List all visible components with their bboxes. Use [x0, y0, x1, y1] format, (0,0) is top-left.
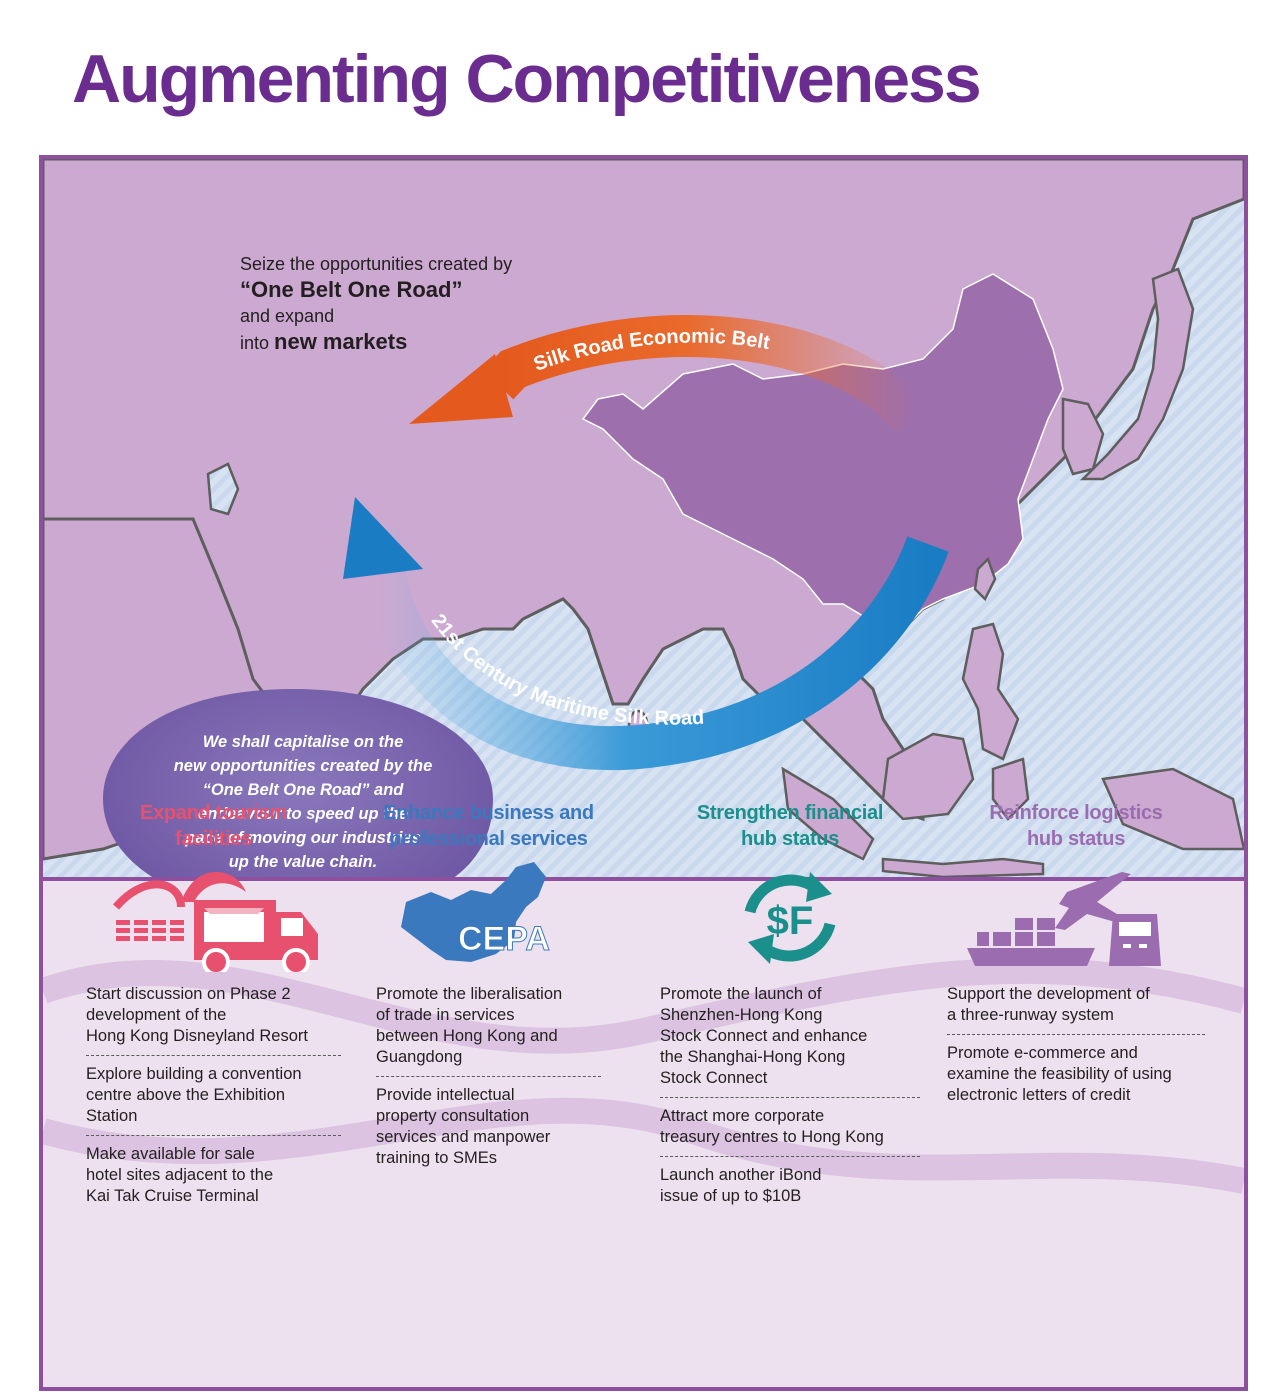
- page-title: Augmenting Competitiveness: [72, 41, 982, 117]
- china-map-cepa-icon: CEPA: [376, 862, 601, 972]
- column-heading: Enhance business and professional servic…: [376, 800, 601, 852]
- speech-bubble-text: We shall capitalise on the new opportuni…: [138, 730, 468, 874]
- item-line: Support the development of: [947, 985, 1150, 1003]
- column-tourism: Expand tourism facilities Start discussi…: [86, 800, 341, 1215]
- column-heading: Reinforce logistics hub status: [947, 800, 1205, 852]
- asia-map: Silk Road Economic Belt 21st Century Mar…: [43, 159, 1244, 879]
- item-list: Support the development of a three-runwa…: [947, 980, 1205, 1114]
- food-truck-icon: [86, 862, 341, 976]
- intro-line-1: Seize the opportunities created by: [240, 254, 513, 274]
- item-line: Launch another iBond: [660, 1166, 822, 1184]
- speech-bubble: [103, 689, 493, 879]
- column-heading-line: Strengthen financial: [696, 802, 884, 824]
- intro-line-2: “One Belt One Road”: [240, 277, 463, 302]
- bubble-line: pace of moving our industries: [185, 829, 421, 847]
- item-line: Provide intellectual: [376, 1086, 515, 1104]
- cepa-label: CEPA: [458, 920, 550, 958]
- item-line: Kai Tak Cruise Terminal: [86, 1187, 259, 1205]
- bubble-line: We shall capitalise on the: [202, 733, 404, 751]
- column-heading-line: Expand tourism: [140, 802, 287, 824]
- intro-line-4-prefix: into: [240, 333, 275, 353]
- item-line: Promote the launch of: [660, 985, 822, 1003]
- bubble-line: up the value chain.: [228, 853, 378, 871]
- item-list: Start discussion on Phase 2 development …: [86, 980, 341, 1215]
- list-item: Explore building a convention centre abo…: [86, 1055, 341, 1135]
- intro-text: Seize the opportunities created by “One …: [240, 251, 512, 356]
- item-line: services and manpower: [376, 1128, 551, 1146]
- column-heading-line: hub status: [740, 828, 840, 850]
- list-item: Support the development of a three-runwa…: [947, 980, 1205, 1034]
- item-line: Promote e-commerce and: [947, 1044, 1138, 1062]
- item-line: electronic letters of credit: [947, 1086, 1131, 1104]
- taiwan-island: [973, 556, 997, 602]
- list-item: Launch another iBond issue of up to $10B: [660, 1156, 920, 1215]
- column-logistics: Reinforce logistics hub status Support t…: [947, 800, 1205, 1114]
- column-heading-line: Reinforce logistics: [989, 802, 1163, 824]
- list-item: Make available for sale hotel sites adja…: [86, 1135, 341, 1215]
- item-line: issue of up to $10B: [660, 1187, 802, 1205]
- intro-line-4-strong: new markets: [274, 329, 408, 354]
- indonesia-islands: [781, 766, 1045, 879]
- column-financial: Strengthen financial hub status $F Promo…: [660, 800, 920, 1215]
- column-heading: Strengthen financial hub status: [660, 800, 920, 852]
- intro-line-4: into new markets: [240, 329, 512, 356]
- item-line: Guangdong: [376, 1048, 463, 1066]
- item-line: Attract more corporate: [660, 1107, 825, 1125]
- item-line: treasury centres to Hong Kong: [660, 1128, 884, 1146]
- item-line: Station: [86, 1107, 138, 1125]
- item-line: development of the: [86, 1006, 227, 1024]
- currency-exchange-icon: $F: [660, 862, 920, 972]
- column-heading-line: hub status: [1026, 828, 1126, 850]
- item-line: Stock Connect and enhance: [660, 1027, 868, 1045]
- list-item: Promote the launch of Shenzhen-Hong Kong…: [660, 980, 920, 1097]
- item-line: property consultation: [376, 1107, 530, 1125]
- bubble-line: “One Belt One Road” and: [202, 781, 404, 799]
- item-line: hotel sites adjacent to the: [86, 1166, 274, 1184]
- logistics-icon: [947, 862, 1205, 972]
- item-line: Explore building a convention: [86, 1065, 302, 1083]
- item-line: a three-runway system: [947, 1006, 1114, 1024]
- item-line: Promote the liberalisation: [376, 985, 563, 1003]
- panel-divider: [43, 877, 1244, 881]
- column-business: Enhance business and professional servic…: [376, 800, 601, 1177]
- borneo-island: [881, 732, 975, 821]
- item-list: Promote the liberalisation of trade in s…: [376, 980, 601, 1177]
- column-heading: Expand tourism facilities: [86, 800, 341, 852]
- column-heading-line: facilities: [174, 828, 253, 850]
- column-heading-line: Enhance business and: [383, 802, 594, 824]
- list-item: Provide intellectual property consultati…: [376, 1076, 601, 1177]
- list-item: Promote e-commerce and examine the feasi…: [947, 1034, 1205, 1114]
- philippine-islands: [961, 622, 1020, 761]
- item-line: training to SMEs: [376, 1149, 498, 1167]
- bubble-line: endeavour to speed up the: [198, 805, 408, 823]
- silk-road-arrowhead: [409, 354, 513, 424]
- list-item: Start discussion on Phase 2 development …: [86, 980, 341, 1055]
- silk-road-economic-belt-arrow: [482, 315, 930, 433]
- item-line: Shenzhen-Hong Kong: [660, 1006, 823, 1024]
- item-line: between Hong Kong and: [376, 1027, 558, 1045]
- bubble-line: new opportunities created by the: [173, 757, 433, 775]
- item-line: centre above the Exhibition: [86, 1086, 286, 1104]
- list-item: Promote the liberalisation of trade in s…: [376, 980, 601, 1076]
- strategy-panel: [43, 881, 1244, 1387]
- item-line: Hong Kong Disneyland Resort: [86, 1027, 308, 1045]
- maritime-arrowhead: [343, 497, 423, 579]
- asia-map-panel: Silk Road Economic Belt 21st Century Mar…: [43, 159, 1244, 879]
- item-line: the Shanghai-Hong Kong: [660, 1048, 846, 1066]
- item-line: examine the feasibility of using: [947, 1065, 1172, 1083]
- caspian-sea: [206, 462, 240, 516]
- infographic-frame: Silk Road Economic Belt 21st Century Mar…: [39, 155, 1248, 1391]
- intro-line-3: and expand: [240, 306, 335, 326]
- item-line: Make available for sale: [86, 1145, 255, 1163]
- currency-label: $F: [767, 899, 814, 943]
- list-item: Attract more corporate treasury centres …: [660, 1097, 920, 1156]
- eastern-islands: [991, 757, 1244, 851]
- maritime-silk-road-arrow: [356, 527, 949, 771]
- item-line: of trade in services: [376, 1006, 515, 1024]
- item-list: Promote the launch of Shenzhen-Hong Kong…: [660, 980, 920, 1215]
- japan-islands: [1079, 267, 1195, 481]
- item-line: Stock Connect: [660, 1069, 768, 1087]
- column-heading-line: professional services: [389, 828, 588, 850]
- item-line: Start discussion on Phase 2: [86, 985, 291, 1003]
